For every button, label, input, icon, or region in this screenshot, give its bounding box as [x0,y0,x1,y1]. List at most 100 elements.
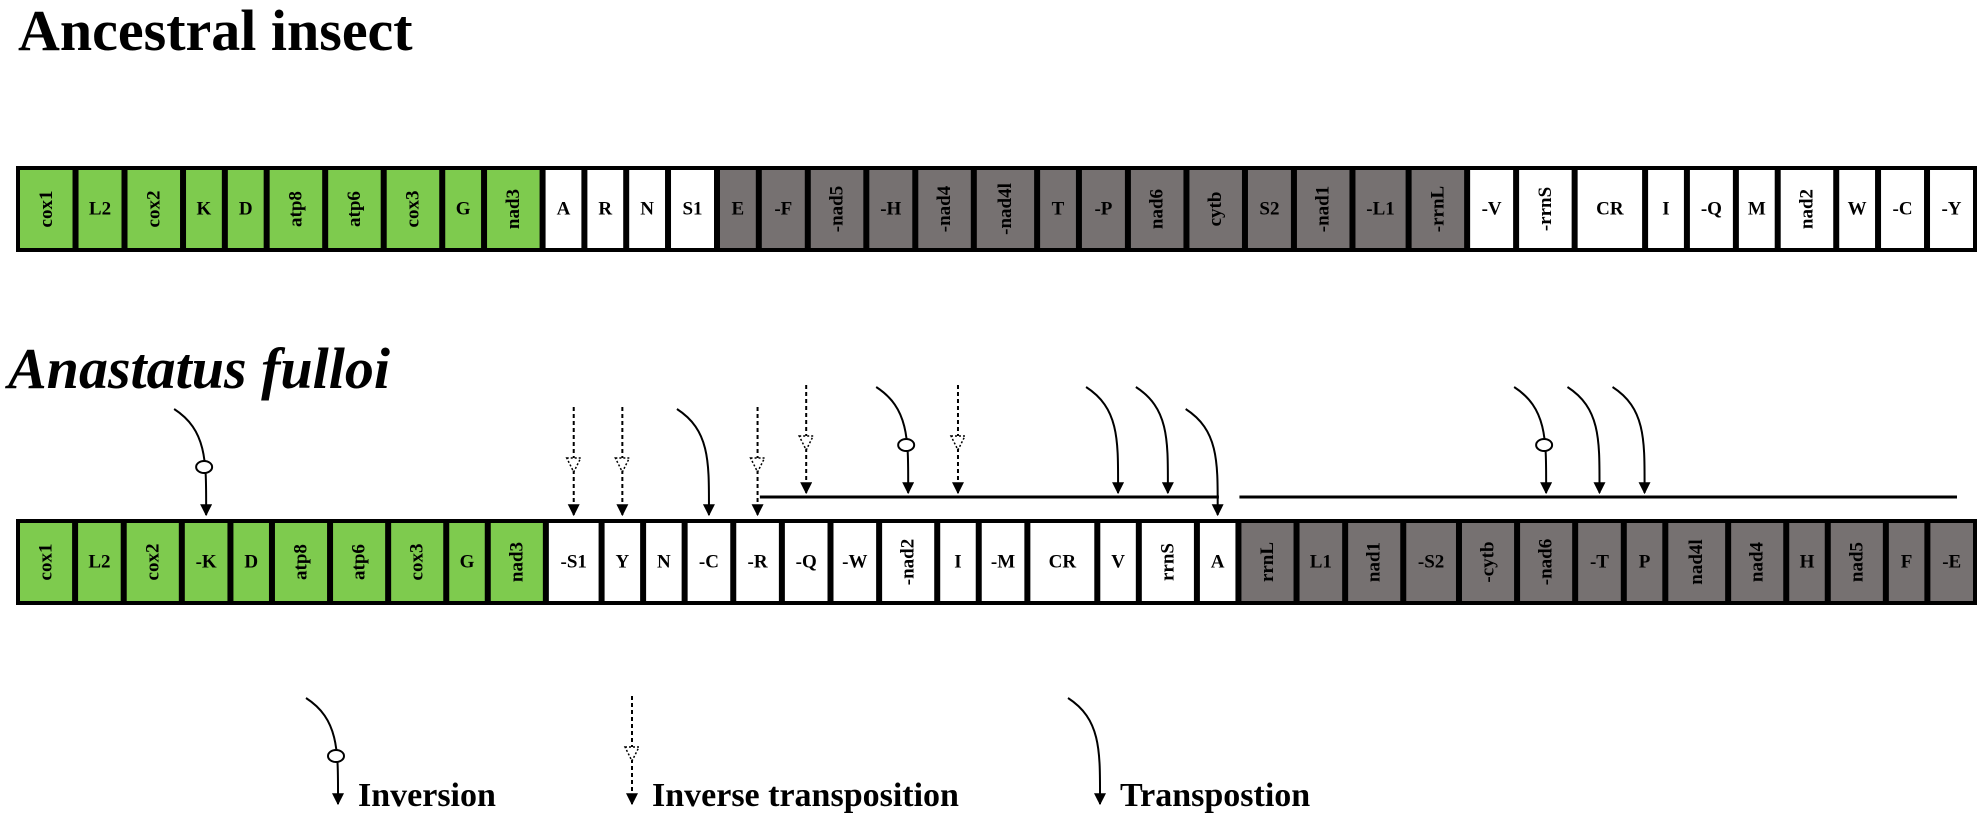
ancestral-gene-cox1: cox1 [20,170,73,248]
gene-label: nad3 [503,189,524,229]
gene-label: nad3 [506,542,527,582]
gene-box [78,523,121,601]
gene-box [1668,523,1726,601]
gene-box [1930,170,1973,248]
species-gene-minus-e: -E [1930,523,1973,601]
species-gene-atp8: atp8 [274,523,328,601]
gene-label: -rrnS [1535,187,1556,231]
gene-label: atp6 [349,544,370,580]
species-gene-nad3: nad3 [490,523,543,601]
ancestral-gene-minus-q: -Q [1689,170,1733,248]
ancestral-gene-d: D [227,170,264,248]
gene-label: A [557,199,571,220]
species-gene-atp6: atp6 [333,523,386,601]
ancestral-gene-cr: CR [1577,170,1643,248]
gene-box [629,170,666,248]
species-gene-minus-r: -R [736,523,779,601]
species-gene-minus-k: -K [184,523,228,601]
transposition-arrow-a [1185,408,1224,517]
ancestral-gene-cox2: cox2 [127,170,181,248]
gene-box [1411,170,1465,248]
ancestral-gene-cytb: cytb [1189,170,1242,248]
gene-label: -S2 [1418,552,1444,573]
gene-box [127,170,181,248]
species-gene-l2: L2 [78,523,121,601]
gene-box [810,170,864,248]
gene-label: CR [1049,552,1077,573]
gene-box [719,170,756,248]
gene-box [445,170,482,248]
gene-box [1299,523,1343,601]
gene-label: T [1052,199,1065,220]
gene-box [328,170,381,248]
gene-box [487,170,540,248]
gene-box [1888,523,1925,601]
gene-box [869,170,913,248]
gene-box [1578,523,1621,601]
species-gene-cox3: cox3 [391,523,444,601]
gene-box [126,523,179,601]
gene-label: L1 [1310,552,1332,573]
gene-box [227,170,264,248]
gene-box [1648,170,1684,248]
species-gene-g: G [449,523,485,601]
species-gene-minus-c: -C [687,523,731,601]
gene-label: E [732,199,745,220]
gene-label: V [1111,552,1125,573]
ancestral-gene-i: I [1648,170,1684,248]
gene-label: -S1 [561,552,587,573]
gene-box [1355,170,1406,248]
gene-label: -R [748,552,768,573]
gene-label: -C [699,552,719,573]
gene-label: -H [880,199,901,220]
gene-label: cox1 [36,544,57,581]
legend-inverse-transposition-symbol [623,696,641,806]
gene-box [981,523,1025,601]
gene-box [1141,523,1194,601]
ancestral-gene-minus-l1: -L1 [1355,170,1406,248]
gene-label: -P [1094,199,1112,220]
ancestral-gene-minus-y: -Y [1930,170,1973,248]
ancestral-gene-k: K [186,170,222,248]
gene-label: D [244,552,258,573]
species-gene-minus-m: -M [981,523,1025,601]
gene-box [646,523,682,601]
gene-label: -F [774,199,792,220]
ancestral-title: Ancestral insect [18,0,413,63]
gene-label: -L1 [1366,199,1395,220]
ancestral-gene-atp8: atp8 [269,170,323,248]
gene-box [20,170,73,248]
ancestral-gene-minus-f: -F [761,170,805,248]
gene-label: A [1211,552,1225,573]
gene-box [490,523,543,601]
gene-box [604,523,641,601]
gene-label: -E [1942,552,1961,573]
ancestral-gene-t: T [1040,170,1076,248]
ancestral-gene-minus-h: -H [869,170,913,248]
gene-label: cox3 [402,191,423,228]
gene-box [1461,523,1515,601]
gene-label: cox3 [407,544,428,581]
gene-box [1081,170,1125,248]
gene-label: atp6 [344,191,365,227]
ancestral-gene-cox3: cox3 [386,170,440,248]
gene-box [1930,523,1973,601]
ancestral-gene-minus-p: -P [1081,170,1125,248]
ancestral-gene-s1: S1 [671,170,714,248]
species-gene-y: Y [604,523,641,601]
gene-box [1189,170,1242,248]
species-gene-minus-s1: -S1 [548,523,599,601]
gene-box [1830,523,1883,601]
legend-inversion-symbol [305,697,345,806]
gene-label: P [1639,552,1651,573]
inverse-transposition-arrow-i [949,385,967,495]
species-gene-l1: L1 [1299,523,1343,601]
gene-box [1030,523,1095,601]
gene-label: N [657,552,671,573]
species-gene-minus-t: -T [1578,523,1621,601]
gene-box [587,170,624,248]
gene-box [833,523,877,601]
gene-box [391,523,444,601]
gene-box [671,170,714,248]
gene-box [687,523,731,601]
